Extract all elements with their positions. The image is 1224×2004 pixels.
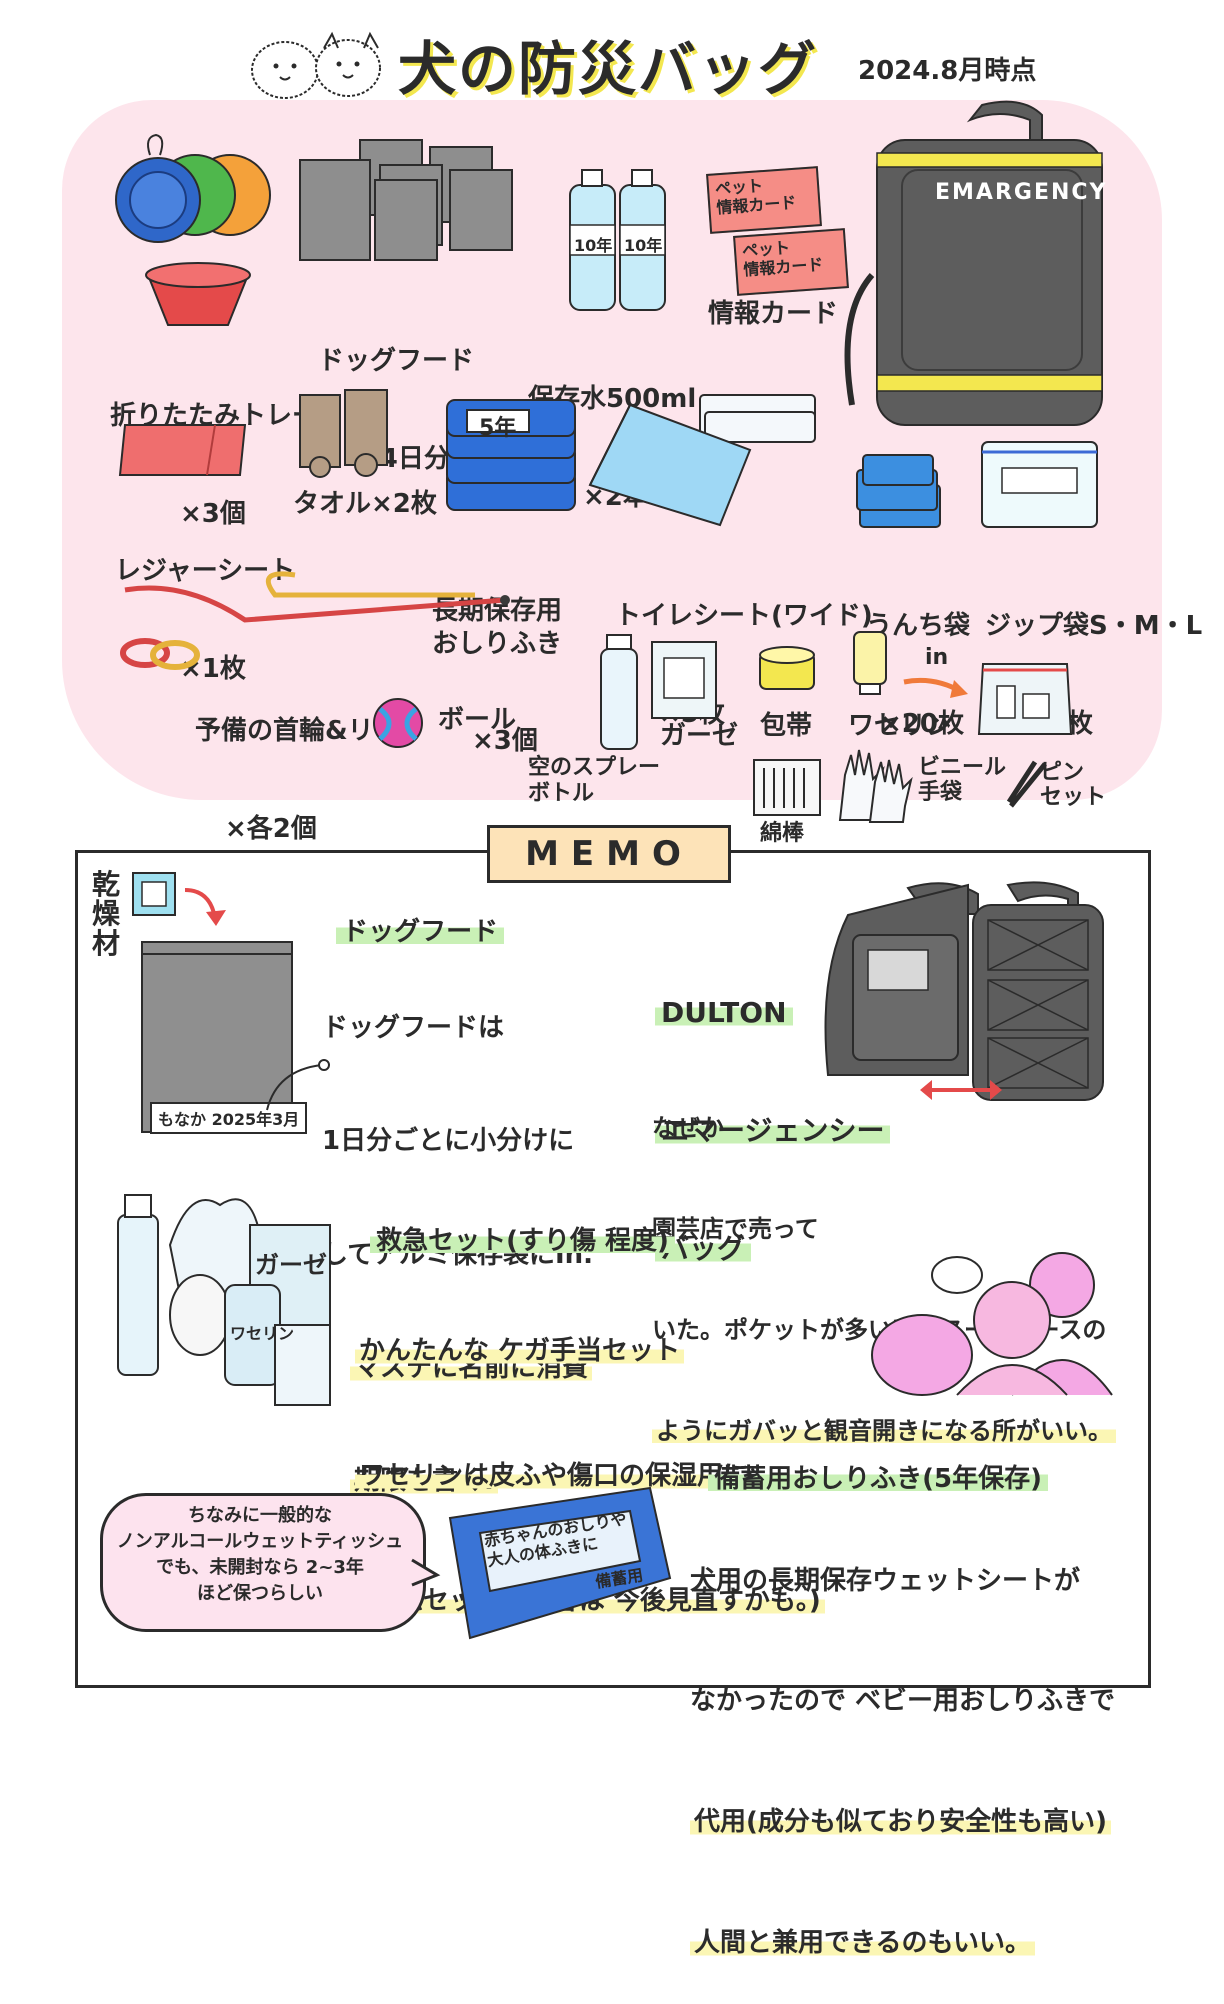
wipes-pack-icon [446,399,576,511]
ball-label: ボール [438,705,517,735]
page-title: 犬の防災バッグ [398,35,819,103]
first-aid-gauze-tag: ガーゼ [255,1251,327,1279]
date-label: 2024.8月時点 [858,56,1037,86]
zip-bag-icon [981,441,1098,528]
ball-icon [373,698,423,748]
memo-wipes-heading: 備蓄用おしりふき(5年保存) [690,1430,1048,1495]
bandage-icon [759,646,815,690]
first-aid-illustration-icon [117,1194,331,1406]
toilet-sheet-icon [588,394,816,527]
info-label: 情報カード [708,299,839,329]
header: 犬の防災バッグ 2024.8月時点 [0,0,1224,110]
emergency-bag-icon [844,100,1103,426]
pointer-line-icon [266,1059,330,1111]
folding-bowl-icon [115,133,271,326]
food-bag-tag: もなか 2025年3月 [150,1102,308,1134]
baby-wipes-pack-icon [448,1486,672,1640]
water-tag-2: 10年 [624,236,663,255]
desiccant-icon [132,872,176,916]
bag-print: EMARGENCY [935,180,1108,205]
note-bubble-text: ちなみに一般的な ノンアルコールウェットティッシュ でも、未開封なら 2~3年 … [116,1505,404,1605]
wipes-label: 長期保存用 おしりふき ×3個 [432,596,563,756]
towel-label: タオル×2枚 [293,489,437,519]
memo-bag-heading: DULTON エマージェンシー バッグ [655,915,891,1307]
spray-label: 空のスプレー ボトル [528,755,661,807]
memo-title: MEMO [487,825,731,883]
family-dogs-illustration-icon [871,1252,1113,1396]
bubble-tail-icon [411,1558,441,1587]
glove-label: ビニール 手袋 [918,755,1007,806]
dog-food-bag-icon [299,139,513,261]
cotton-swab-icon [753,759,821,816]
collar-lead-icon [120,571,510,670]
tweezers-icon [1006,760,1047,808]
arrow-down-icon [184,888,226,926]
spray-bottle-icon [600,634,638,750]
bandage-label: 包帯 [760,711,813,741]
gauze-label: ガーゼ [660,721,739,751]
wipes-tag: 5年 [479,416,517,441]
collar-label: 予備の首輪&リード ×各2個 [195,716,426,844]
arrow-right-icon [903,677,968,698]
memo-wipes-text: 犬用の長期保存ウェットシートが なかったので ベビー用おしりふきで 代用(成分も… [690,1565,1116,1959]
in-label: in [925,645,949,670]
memo-food-heading: ドッグフード [318,883,505,948]
open-bag-icon [824,881,1104,1101]
vaseline-icon [853,631,887,695]
poop-label: うんち袋 ×20枚 [866,611,971,739]
food-storage-bag-icon [141,941,293,1133]
tweezers-label: ピン セット [1040,760,1107,811]
note-bubble [100,1493,426,1632]
first-aid-vaseline-tag: ワセリン [230,1324,295,1343]
sheet-label: レジャーシート ×1枚 [115,556,296,684]
vaseline-label: ワセリン [848,711,953,741]
info-card-1: ペット 情報カード [706,166,822,234]
water-bottle-icon [569,169,666,311]
gauze-pack-icon [651,641,717,719]
kit-pouch-icon [977,663,1073,735]
leisure-sheet-icon [118,424,247,476]
swab-label: 綿棒 [760,821,805,846]
memo-firstaid-heading: 救急セット(すり傷 程度) [352,1192,675,1257]
poop-bag-icon [856,454,941,528]
dog-doodle-icon [251,31,381,99]
glove-icon [838,749,913,823]
desiccant-label: 乾 燥 材 [92,868,121,960]
water-tag-1: 10年 [574,236,613,255]
towel-icon [299,389,388,478]
